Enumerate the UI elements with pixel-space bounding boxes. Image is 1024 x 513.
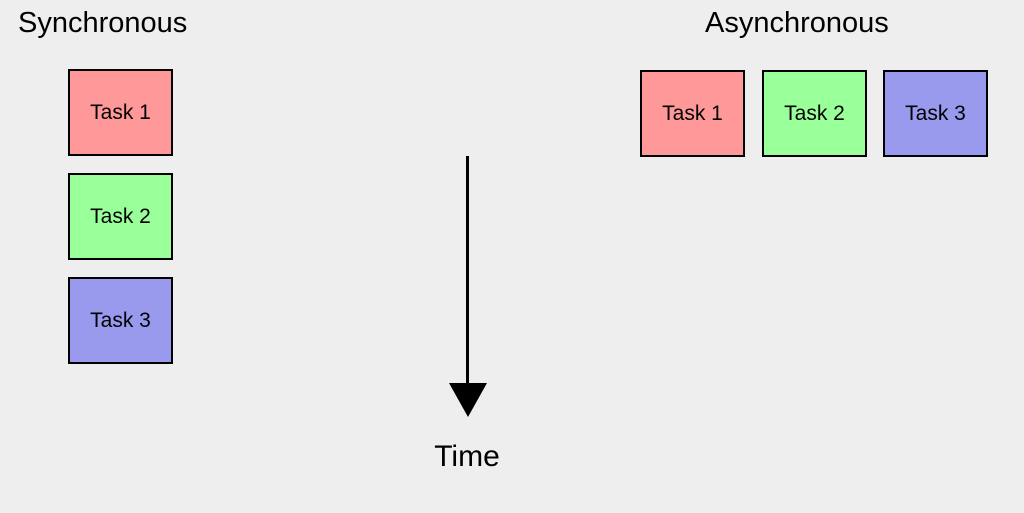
sync-task-2-box: Task 2: [68, 173, 173, 260]
synchronous-title: Synchronous: [18, 7, 188, 39]
time-arrow-line: [466, 156, 469, 385]
asynchronous-title: Asynchronous: [705, 7, 889, 39]
sync-task-1-box: Task 1: [68, 69, 173, 156]
time-axis-label: Time: [434, 440, 500, 473]
async-task-3-box: Task 3: [883, 70, 988, 157]
time-arrow-down-icon: [449, 383, 487, 417]
sync-task-3-box: Task 3: [68, 277, 173, 364]
async-task-1-box: Task 1: [640, 70, 745, 157]
async-task-2-box: Task 2: [762, 70, 867, 157]
